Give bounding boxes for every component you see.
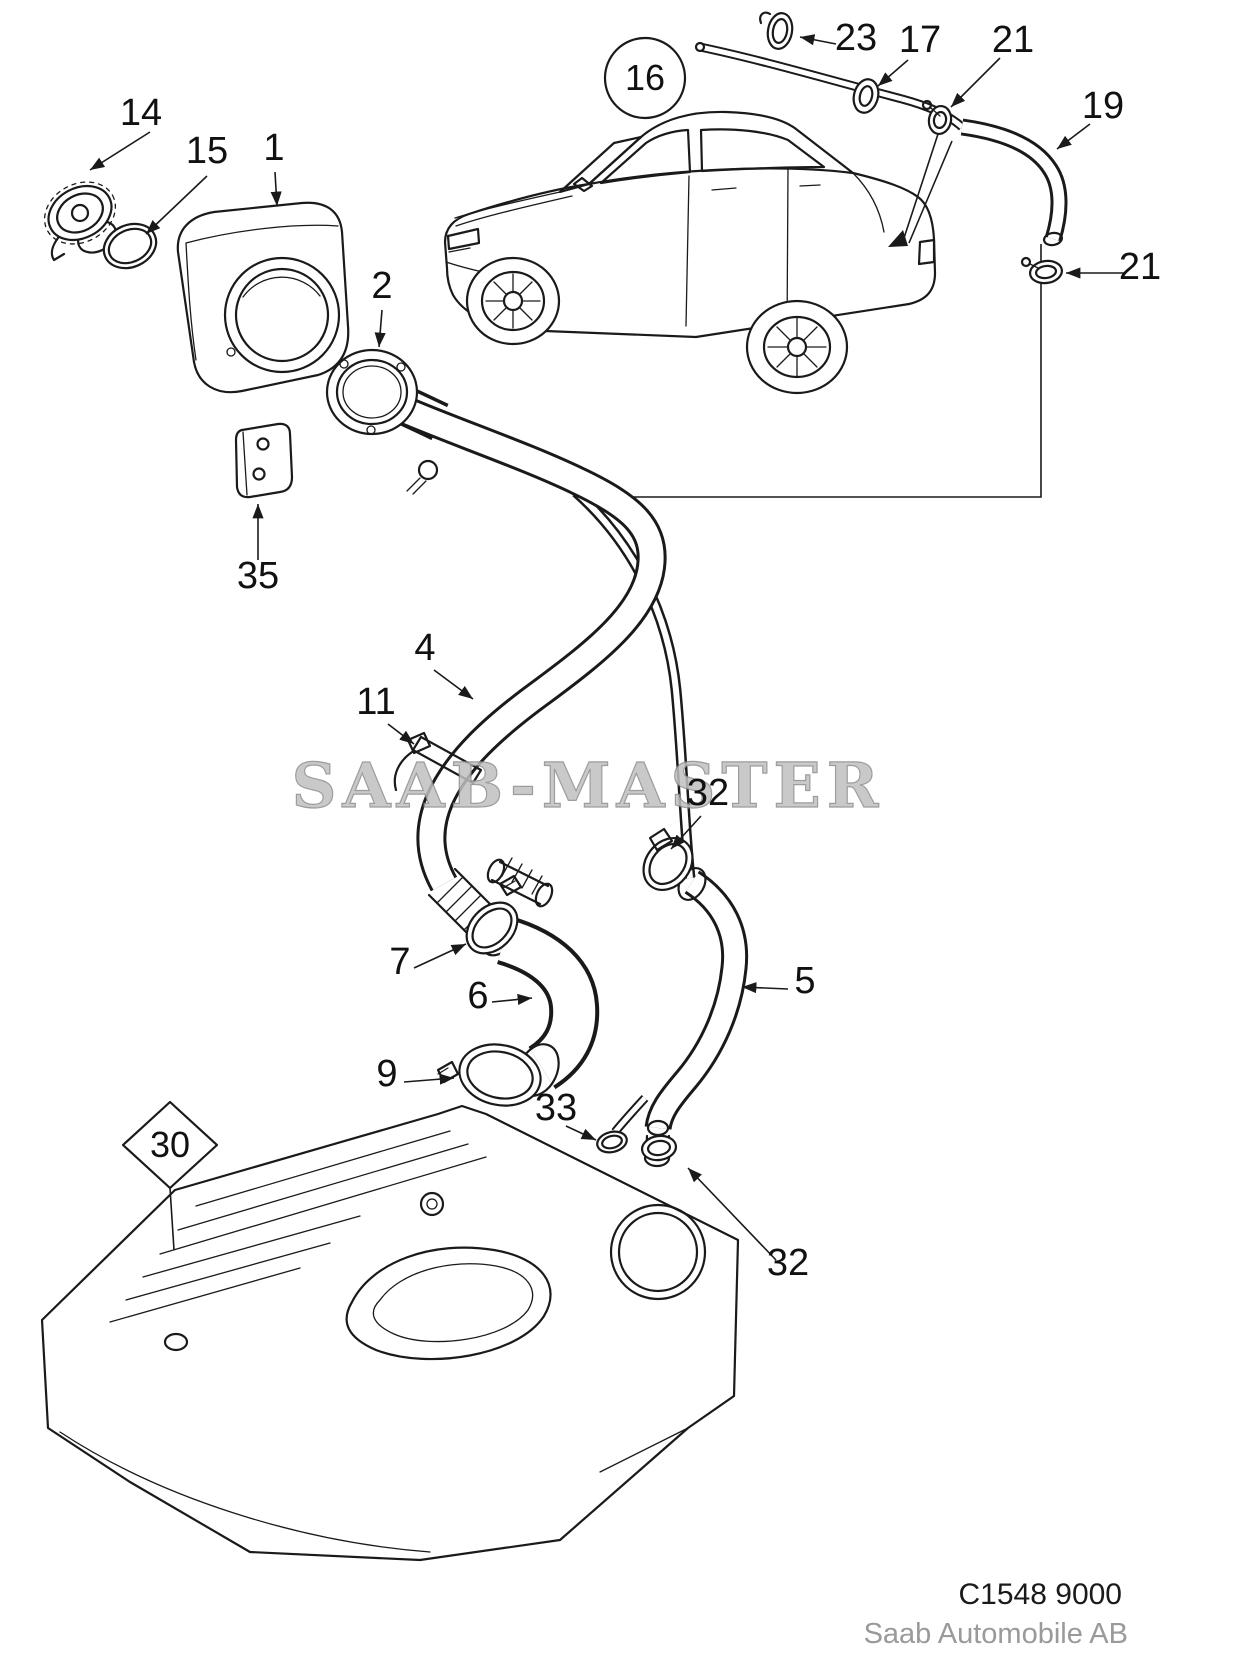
filler-housing-1 <box>176 201 350 394</box>
location-arrow <box>888 230 908 247</box>
callout-30: 30 <box>150 1124 190 1165</box>
callout-11: 11 <box>356 681 395 723</box>
front-side-window <box>599 128 692 185</box>
callout-6: 6 <box>467 975 488 1017</box>
rear-side-window <box>699 128 826 173</box>
callout-21-right: 21 <box>1119 246 1161 288</box>
callout-14: 14 <box>120 92 162 134</box>
door-handles <box>711 184 821 191</box>
callout-32-upper: 32 <box>687 772 729 814</box>
callout-2: 2 <box>371 265 392 307</box>
seal-ring-15 <box>102 222 158 270</box>
callout-23: 23 <box>835 17 877 59</box>
reference-lines <box>903 133 953 244</box>
vent-pipe <box>694 41 962 127</box>
callout-17: 17 <box>899 19 941 61</box>
ribbed-stub <box>486 857 554 908</box>
bracket-35 <box>234 422 294 499</box>
callout-16: 16 <box>625 57 665 98</box>
clamps-33 <box>596 1130 678 1162</box>
taillight <box>917 238 936 266</box>
company-credit: Saab Automobile AB <box>864 1618 1128 1650</box>
callout-1: 1 <box>263 127 284 169</box>
reference-bracket-line <box>632 244 1042 498</box>
callout-16-circle <box>603 36 687 120</box>
callout-30-diamond <box>121 1100 219 1190</box>
car-illustration <box>443 110 937 395</box>
callout-7: 7 <box>389 941 410 983</box>
callout-35: 35 <box>237 555 279 597</box>
clamp-23 <box>759 11 794 50</box>
windshield <box>558 135 643 194</box>
rear-wheel <box>745 299 849 395</box>
gasket-ring-2 <box>325 348 419 436</box>
fuel-tank-30 <box>40 1104 740 1562</box>
callout-19: 19 <box>1082 85 1124 127</box>
clip-21-top <box>921 99 953 136</box>
callout-4: 4 <box>414 627 435 669</box>
clamp-7 <box>465 874 523 955</box>
callout-15: 15 <box>186 130 228 172</box>
callout-5: 5 <box>794 960 815 1002</box>
grommet-17 <box>852 78 880 114</box>
clip-21-right <box>1020 256 1064 285</box>
watermark: SAAB-MASTER <box>292 749 885 822</box>
strap-11 <box>393 731 483 792</box>
tank-center-channel <box>345 1246 552 1361</box>
headlight <box>446 227 481 251</box>
trunk-seam <box>852 172 885 233</box>
tank-filler-opening <box>609 1203 707 1301</box>
vent-hose-5 <box>615 867 735 1168</box>
front-wheel <box>465 256 561 346</box>
callout-21-top: 21 <box>992 19 1034 61</box>
valve-fitting <box>406 459 439 495</box>
hood-crease <box>454 191 573 227</box>
clamp-9 <box>436 1043 542 1107</box>
callout-33: 33 <box>535 1087 577 1129</box>
hose-19 <box>962 127 1063 246</box>
drawing-number: C1548 9000 <box>959 1578 1122 1611</box>
callout-labels: 14 15 1 2 35 4 11 16 23 17 21 19 21 32 7… <box>120 17 1161 1284</box>
tank-ribs <box>109 1130 487 1323</box>
leader-lines <box>89 34 1124 1261</box>
callout-32-lower: 32 <box>767 1242 809 1284</box>
mirror <box>572 176 594 193</box>
callout-9: 9 <box>376 1053 397 1095</box>
vent-pipe-assembly <box>694 11 1064 285</box>
